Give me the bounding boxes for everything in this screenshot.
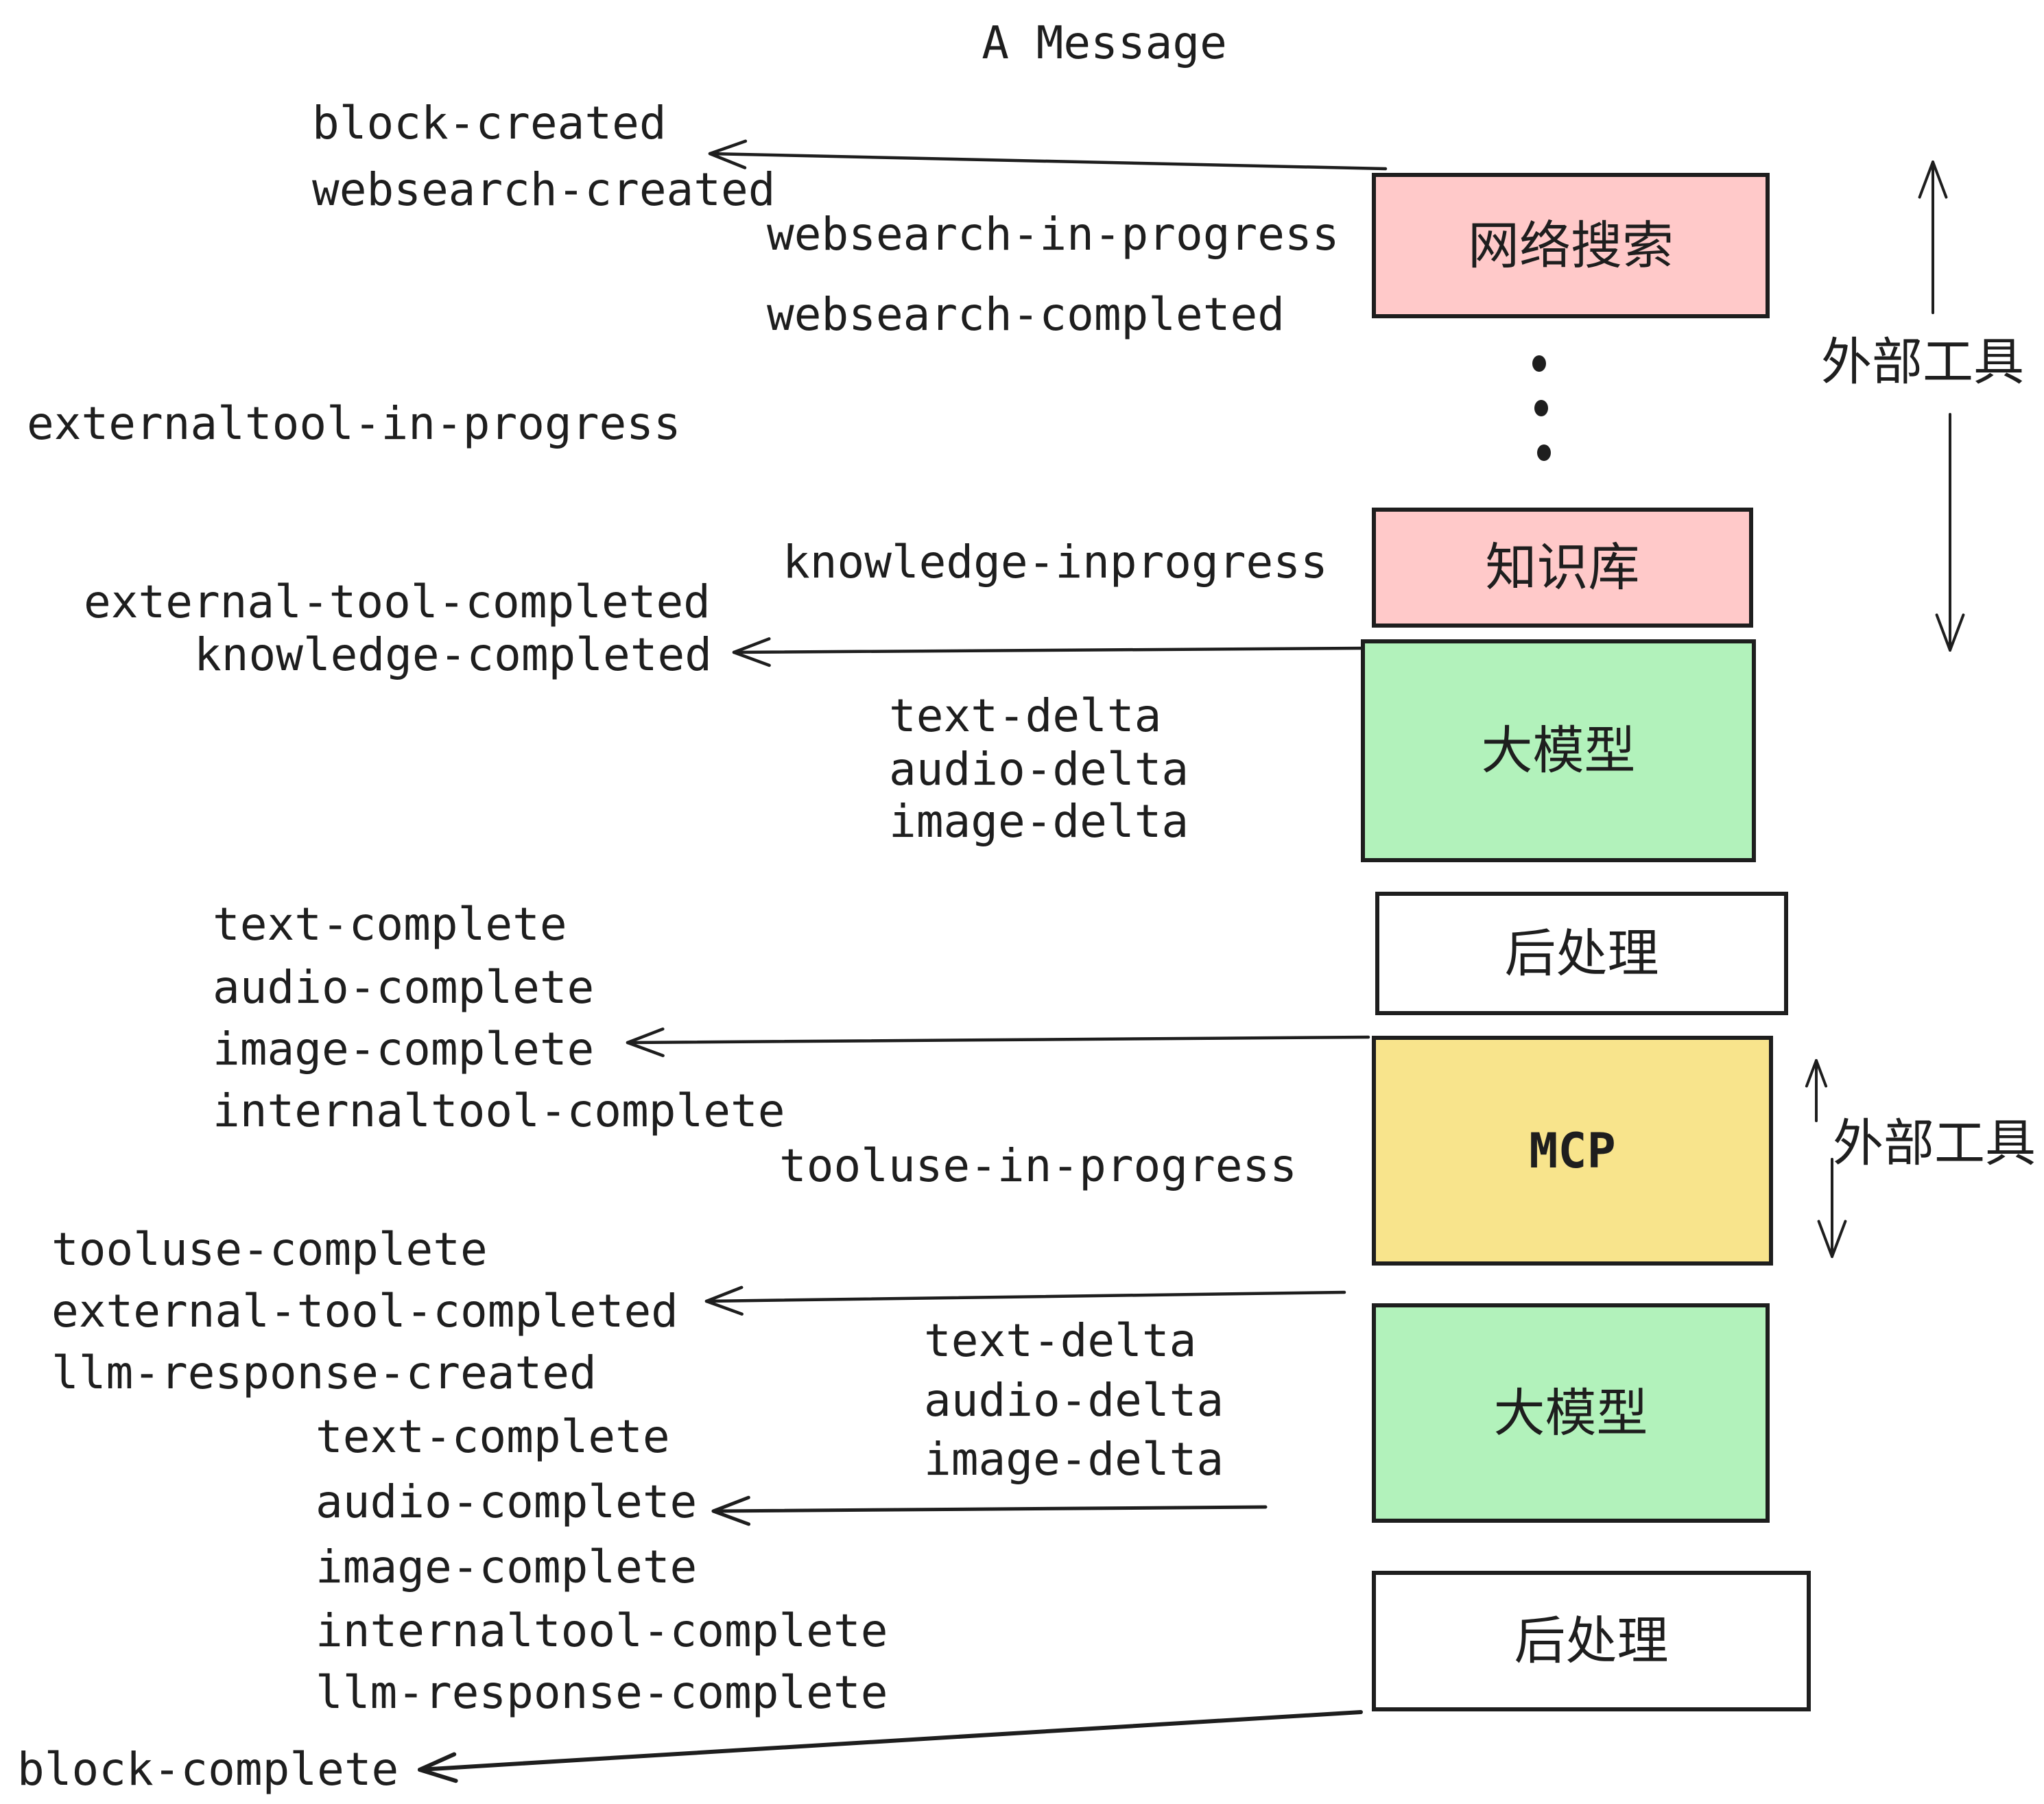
event-audio-complete-1: audio-complete bbox=[213, 961, 595, 1014]
event-tooluse-complete: tooluse-complete bbox=[51, 1223, 488, 1276]
event-tooluse-in-progress: tooluse-in-progress bbox=[779, 1139, 1297, 1192]
event-text-complete-1: text-complete bbox=[213, 898, 567, 951]
box-postprocess-2: 后处理 bbox=[1372, 1571, 1811, 1711]
box-llm-1: 大模型 bbox=[1361, 639, 1756, 862]
box-knowledge: 知识库 bbox=[1372, 508, 1753, 628]
box-postprocess-1-label: 后处理 bbox=[1504, 923, 1659, 984]
event-external-tool-completed-2: external-tool-completed bbox=[51, 1285, 678, 1338]
ellipsis-dot bbox=[1532, 355, 1546, 372]
event-block-complete: block-complete bbox=[17, 1743, 399, 1796]
event-block-created: block-created bbox=[312, 97, 667, 150]
event-text-complete-2: text-complete bbox=[316, 1410, 670, 1463]
event-text-delta-2: text-delta bbox=[924, 1314, 1197, 1367]
arrow-mcp-to-image-complete bbox=[626, 1027, 1370, 1058]
event-audio-delta-1: audio-delta bbox=[889, 743, 1189, 796]
box-mcp: MCP bbox=[1372, 1036, 1773, 1266]
event-image-delta-1: image-delta bbox=[889, 795, 1189, 848]
arrow-external-tools-bottom-down bbox=[1817, 1158, 1847, 1258]
event-external-tool-completed-1: external-tool-completed bbox=[84, 575, 711, 628]
event-audio-complete-2: audio-complete bbox=[316, 1475, 698, 1528]
label-external-tools-bottom: 外部工具 bbox=[1833, 1114, 2036, 1173]
event-image-complete-2: image-complete bbox=[316, 1541, 698, 1593]
ellipsis-dot bbox=[1537, 444, 1551, 461]
box-websearch-label: 网络搜索 bbox=[1467, 215, 1674, 276]
box-llm-2-label: 大模型 bbox=[1493, 1382, 1648, 1443]
box-websearch: 网络搜索 bbox=[1372, 173, 1770, 318]
box-llm-1-label: 大模型 bbox=[1481, 720, 1636, 781]
box-knowledge-label: 知识库 bbox=[1485, 537, 1640, 597]
arrow-post2-to-block-complete bbox=[418, 1710, 1363, 1783]
event-websearch-created: websearch-created bbox=[312, 163, 776, 216]
event-audio-delta-2: audio-delta bbox=[924, 1374, 1224, 1427]
event-llm-response-created: llm-response-created bbox=[51, 1346, 597, 1399]
event-llm-response-complete: llm-response-complete bbox=[316, 1666, 888, 1719]
arrow-external-tools-top-up bbox=[1918, 161, 1948, 314]
event-externaltool-in-progress: externaltool-in-progress bbox=[27, 397, 681, 450]
event-websearch-completed: websearch-completed bbox=[767, 288, 1285, 341]
arrow-llm2-to-tooluse-complete bbox=[704, 1285, 1346, 1316]
diagram-title: A Message bbox=[982, 16, 1227, 69]
box-llm-2: 大模型 bbox=[1372, 1303, 1770, 1523]
event-knowledge-completed: knowledge-completed bbox=[194, 628, 712, 681]
arrow-websearch-to-block-created bbox=[708, 139, 1388, 171]
box-postprocess-1: 后处理 bbox=[1375, 892, 1788, 1015]
ellipsis-dot bbox=[1534, 400, 1548, 416]
label-external-tools-top: 外部工具 bbox=[1821, 333, 2024, 392]
box-postprocess-2-label: 后处理 bbox=[1514, 1611, 1669, 1671]
event-knowledge-inprogress: knowledge-inprogress bbox=[783, 536, 1328, 589]
event-image-delta-2: image-delta bbox=[924, 1433, 1224, 1486]
arrow-external-tools-top-down bbox=[1935, 413, 1965, 652]
event-image-complete-1: image-complete bbox=[213, 1023, 595, 1076]
event-internaltool-complete-2: internaltool-complete bbox=[316, 1604, 888, 1657]
box-mcp-label: MCP bbox=[1529, 1122, 1616, 1179]
event-text-delta-1: text-delta bbox=[889, 689, 1162, 742]
arrow-llm1-to-knowledge-completed bbox=[732, 637, 1364, 667]
event-internaltool-complete-1: internaltool-complete bbox=[213, 1084, 785, 1137]
arrow-llm2-to-audio-complete bbox=[711, 1495, 1268, 1526]
event-websearch-in-progress: websearch-in-progress bbox=[767, 208, 1340, 261]
arrow-external-tools-bottom-up bbox=[1805, 1059, 1828, 1122]
